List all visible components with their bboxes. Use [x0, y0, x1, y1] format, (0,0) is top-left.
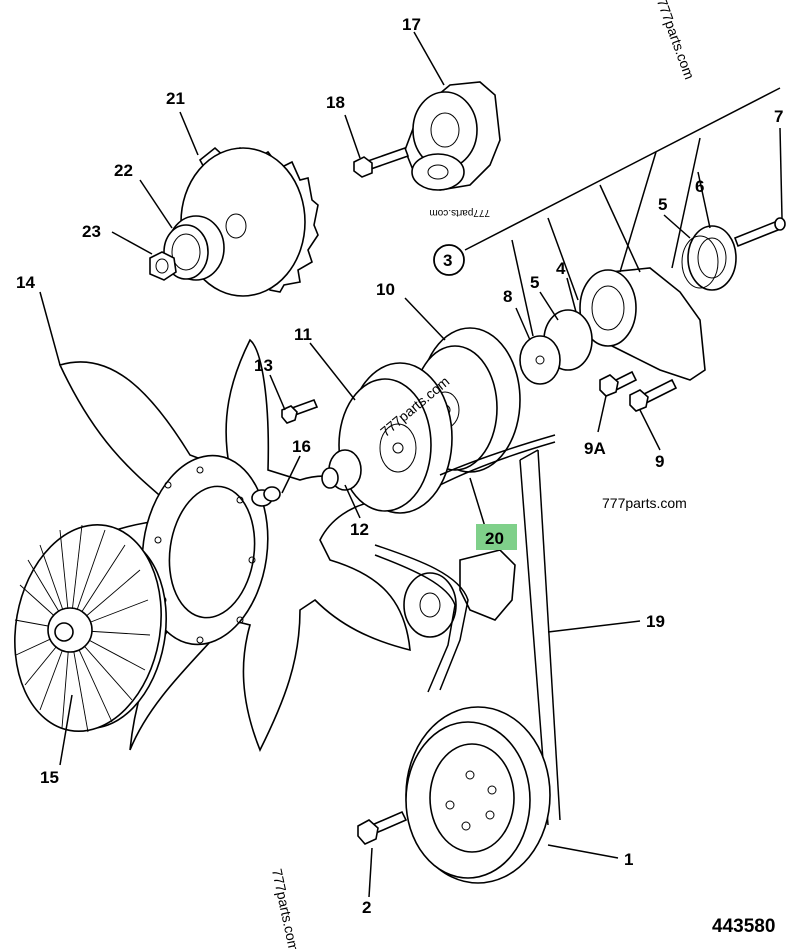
callout-23[interactable]: 23: [82, 222, 101, 241]
watermark-bottom: 777parts.com: [269, 867, 302, 949]
callout-20[interactable]: 20: [485, 529, 504, 548]
callout-3-circle[interactable]: 3: [433, 244, 465, 276]
callout-13[interactable]: 13: [254, 356, 273, 375]
callout-15[interactable]: 15: [40, 768, 59, 787]
callout-8[interactable]: 8: [503, 287, 512, 306]
drawing-number: 443580: [712, 916, 775, 937]
pulley-11: [338, 362, 453, 514]
hub-12: [321, 449, 362, 491]
callout-6[interactable]: 6: [695, 177, 704, 196]
snap-ring-5: [681, 235, 719, 289]
callout-18[interactable]: 18: [326, 93, 345, 112]
bolt-2: [357, 810, 408, 845]
callout-2[interactable]: 2: [362, 898, 371, 917]
callout-7[interactable]: 7: [774, 107, 783, 126]
spacer-16: [251, 486, 281, 507]
bolt-18: [353, 146, 410, 178]
callout-11[interactable]: 11: [294, 325, 312, 344]
fan-blade-assembly: [53, 338, 411, 752]
callout-5a[interactable]: 5: [658, 195, 667, 214]
callout-10[interactable]: 10: [376, 280, 395, 299]
callout-19[interactable]: 19: [646, 612, 665, 631]
callout-12[interactable]: 12: [350, 520, 369, 539]
callout-9[interactable]: 9: [655, 452, 664, 471]
bolt-7: [733, 217, 786, 248]
snap-ring-6: [687, 225, 737, 291]
callout-5b[interactable]: 5: [530, 273, 539, 292]
water-pump-housing: [519, 267, 706, 385]
callout-17[interactable]: 17: [402, 15, 421, 34]
leader-lines: [39, 31, 783, 898]
callout-4[interactable]: 4: [556, 259, 566, 278]
callout-21[interactable]: 21: [166, 89, 185, 108]
callout-22[interactable]: 22: [114, 161, 133, 180]
watermark-right: 777parts.com: [602, 495, 687, 511]
watermark-top-right: 777parts.com: [654, 0, 698, 81]
hex-nut-23: [149, 251, 177, 281]
callout-3[interactable]: 3: [443, 251, 452, 270]
callout-9A[interactable]: 9A: [584, 439, 606, 458]
watermark-tensioner: 777parts.com: [429, 207, 490, 218]
drive-belt-20: [374, 434, 556, 693]
belt-tensioner-17: [404, 81, 501, 191]
viscous-fan-clutch: [14, 524, 167, 733]
bolt-9A: [599, 370, 638, 397]
callout-20-highlight[interactable]: 20: [476, 524, 517, 550]
idler-bracket: [403, 549, 516, 638]
callout-1[interactable]: 1: [624, 850, 633, 869]
bolt-13: [281, 398, 319, 424]
callout-16[interactable]: 16: [292, 437, 311, 456]
callout-14[interactable]: 14: [16, 273, 35, 292]
crankshaft-pulley-1: [405, 706, 551, 884]
bolt-9: [629, 378, 678, 412]
